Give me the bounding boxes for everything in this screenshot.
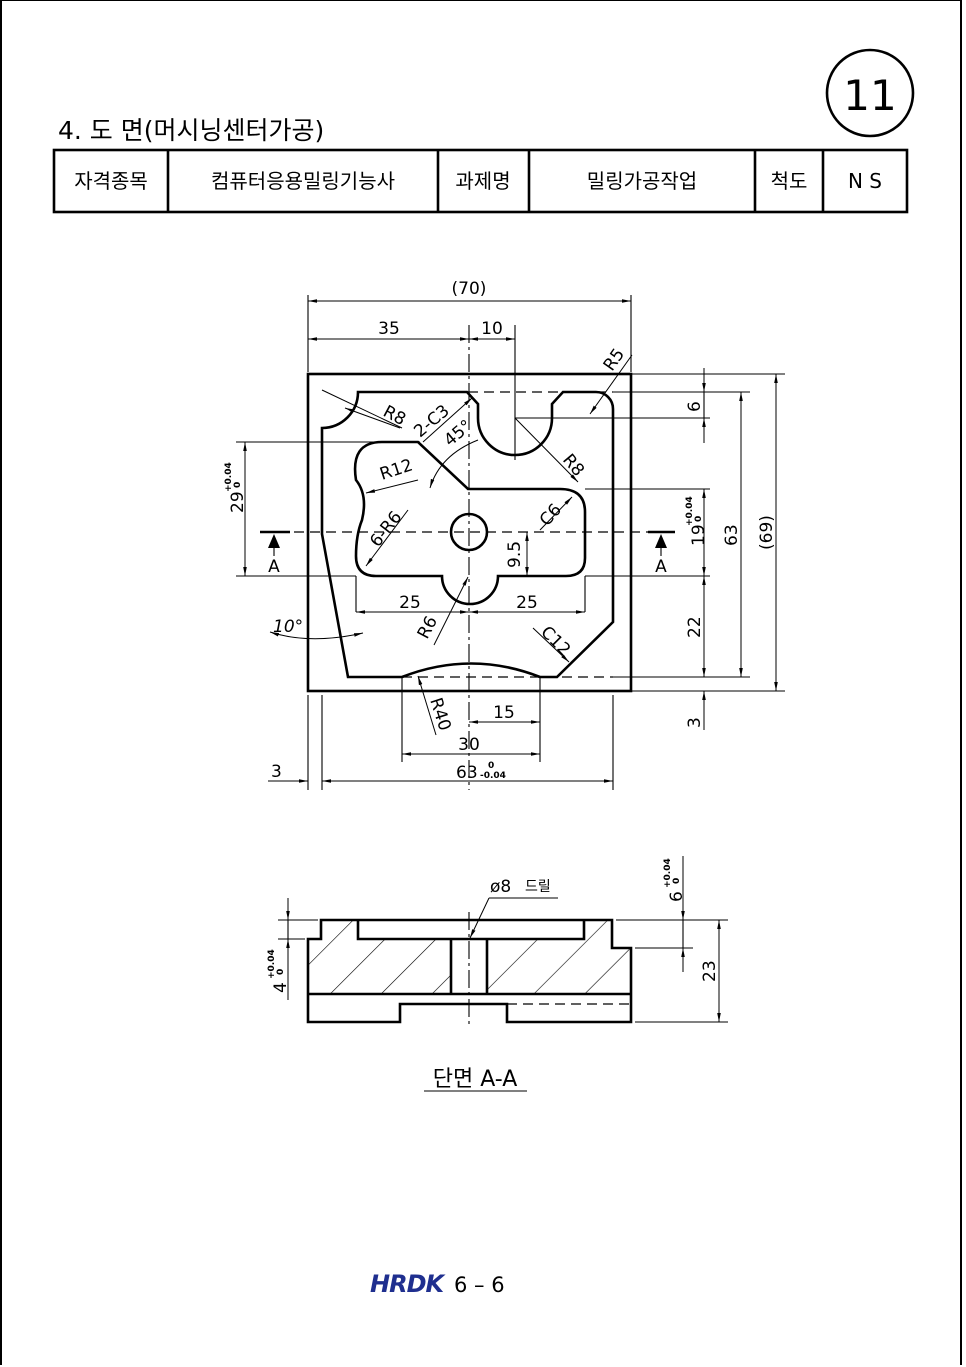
dim-6-tol-lower: 0 (672, 878, 682, 884)
dim-overall-width: (70) (452, 279, 487, 299)
dim-23: 23 (700, 960, 720, 982)
dim-4: 4 (271, 982, 291, 993)
dim-6-section: 6 (667, 891, 687, 902)
pocket-profile (353, 440, 587, 606)
footer-page-number: 6 – 6 (454, 1273, 505, 1297)
dim-angle-10: 10° (273, 617, 303, 637)
table-cell-task-value: 밀링가공작업 (587, 169, 697, 193)
dim-25-left: 25 (399, 593, 421, 613)
dim-29-group: 29 +0.04 0 (224, 462, 248, 513)
dim-29-tol-lower: 0 (233, 482, 243, 488)
section-mark-left: A (260, 530, 290, 577)
drill-note: ø8 (490, 877, 511, 897)
dim-r5: R5 (600, 345, 629, 375)
dim-19: 19 (689, 524, 709, 546)
dim-25-right: 25 (516, 593, 538, 613)
drawing-title: 4. 도 면(머시닝센터가공) (58, 116, 324, 145)
dim-6-right: 6 (685, 401, 705, 412)
section-mark-label-left: A (268, 557, 280, 577)
table-cell-scale-value: N S (848, 169, 882, 193)
dim-19-group: 19 +0.04 0 (685, 496, 709, 546)
dim-63-tol-lower: -0.04 (480, 771, 506, 781)
dim-19-tol-lower: 0 (694, 516, 704, 522)
section-mark-label-right: A (655, 557, 667, 577)
drill-label: 드릴 (525, 879, 551, 895)
dim-4-group: 4 +0.04 0 (267, 949, 291, 993)
dim-69: (69) (757, 515, 777, 550)
dim-35: 35 (378, 319, 400, 339)
table-cell-scale-label: 척도 (771, 169, 808, 193)
page-badge: 11 (825, 48, 915, 138)
dim-6-tol-upper: +0.04 (663, 858, 673, 888)
dim-r12: R12 (377, 455, 415, 484)
dim-22: 22 (685, 616, 705, 638)
dim-3-right: 3 (685, 717, 705, 728)
section-view: ø8 드릴 4 +0.04 0 6 +0.04 0 23 단면 A-A (267, 856, 728, 1092)
hrdk-logo: HRDK (370, 1270, 446, 1298)
dim-r8-left: R8 (380, 402, 409, 430)
dim-29-tol-upper: +0.04 (224, 462, 234, 492)
section-mark-right: A (648, 530, 675, 577)
dim-63: 63 (456, 763, 478, 783)
dim-63-tol-upper: 0 (488, 761, 494, 771)
page-badge-number: 11 (843, 71, 896, 120)
dim-c12: C12 (536, 622, 574, 660)
section-caption: 단면 A-A (433, 1067, 518, 1092)
dim-6-r6: 6-R6 (366, 508, 406, 552)
dim-c6: C6 (536, 500, 566, 530)
dim-19-tol-upper: +0.04 (685, 496, 695, 526)
dim-4-tol-upper: +0.04 (267, 949, 277, 979)
dim-6-section-group: 6 +0.04 0 (663, 858, 687, 902)
dim-4-tol-lower: 0 (276, 969, 286, 975)
table-cell-task-label: 과제명 (455, 169, 510, 193)
dim-15: 15 (493, 703, 515, 723)
table-cell-qualification-label: 자격종목 (74, 169, 148, 193)
top-view: (70) 35 10 R5 R8 2-C3 45° R8 R12 29 +0.0… (224, 279, 785, 790)
dim-3-bottom: 3 (271, 762, 282, 782)
dim-r8-right: R8 (558, 450, 588, 480)
dim-30: 30 (458, 735, 480, 755)
info-table: 자격종목 컴퓨터응용밀링기능사 과제명 밀링가공작업 척도 N S (52, 148, 909, 214)
table-cell-qualification-value: 컴퓨터응용밀링기능사 (211, 169, 395, 193)
dim-10: 10 (481, 319, 503, 339)
dim-29: 29 (228, 491, 248, 513)
dim-9-5: 9.5 (505, 541, 525, 568)
outer-profile (320, 390, 615, 679)
dim-r40: R40 (425, 695, 454, 733)
dim-63-right: 63 (722, 524, 742, 546)
